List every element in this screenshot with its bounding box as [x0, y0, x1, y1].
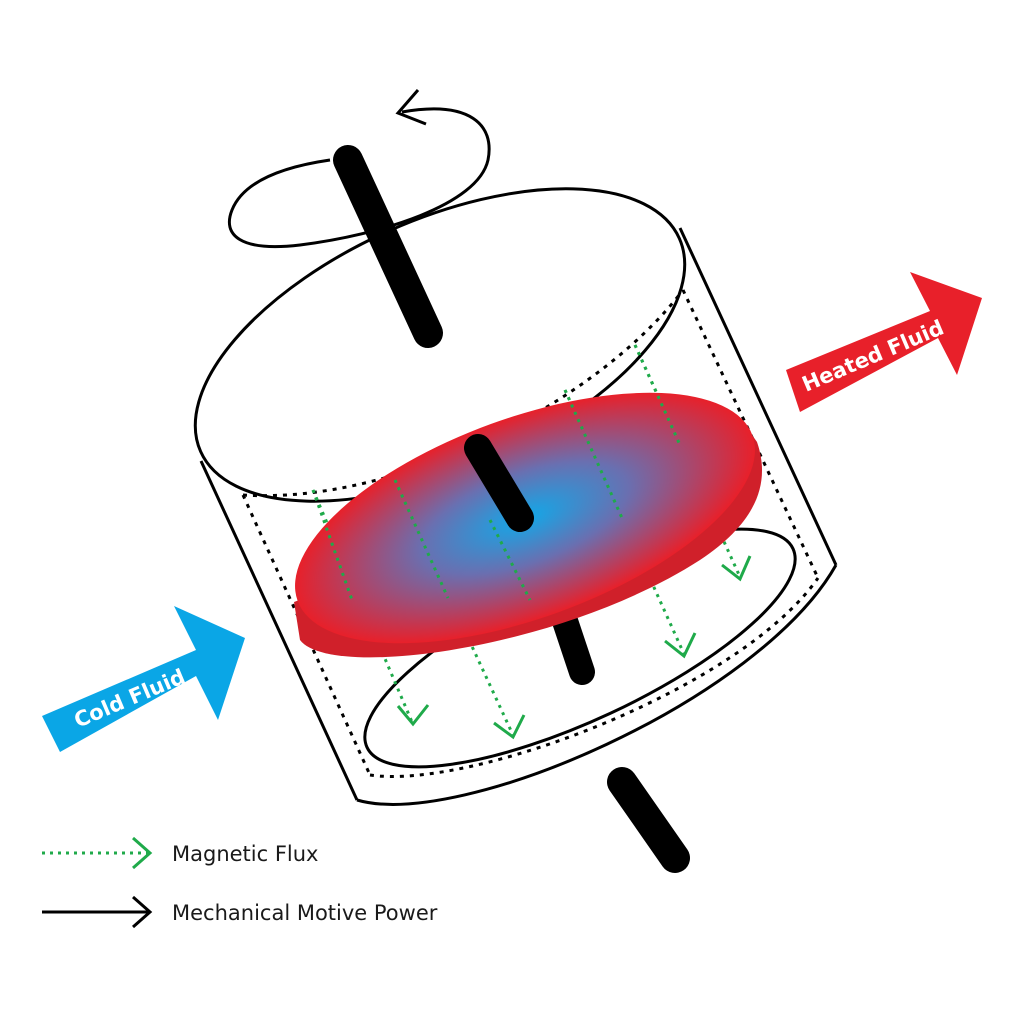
legend-power-arrowhead [132, 895, 153, 929]
legend-flux-arrowhead [132, 836, 153, 870]
legend: Magnetic Flux Mechanical Motive Power [42, 836, 438, 929]
shaft-bottom [607, 767, 690, 873]
flux-arrow [393, 479, 526, 740]
cylinder [193, 187, 838, 806]
legend-magnetic-flux-label: Magnetic Flux [172, 842, 319, 866]
rotation-arrow [227, 89, 491, 249]
legend-mechanical-power-label: Mechanical Motive Power [172, 901, 438, 925]
cold-fluid-arrow: Cold Fluid [42, 606, 245, 752]
cylinder-bottom-edge [356, 564, 838, 806]
heated-fluid-arrow: Heated Fluid [786, 272, 982, 412]
shaft-hub [464, 434, 534, 532]
flux-lines-over-disc [311, 344, 682, 601]
legend-mechanical-power: Mechanical Motive Power [42, 895, 438, 929]
cylinder-side-wall [199, 460, 359, 801]
cylinder-side-wall [678, 227, 838, 566]
shaft-top [333, 145, 443, 348]
legend-magnetic-flux: Magnetic Flux [42, 836, 319, 870]
